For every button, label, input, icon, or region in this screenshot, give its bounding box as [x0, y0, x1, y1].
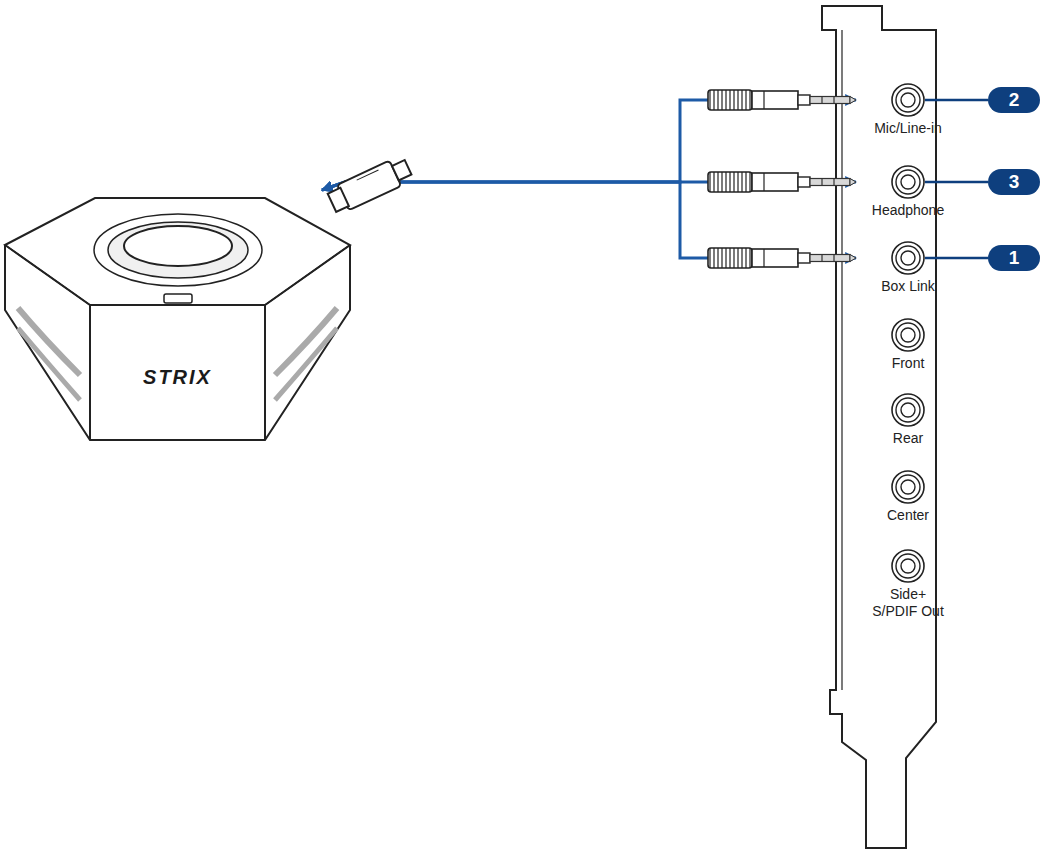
jack-socket	[856, 469, 960, 505]
callout-number: 3	[1009, 171, 1020, 192]
port-label: Center	[867, 507, 949, 524]
audio-jack: Side+ S/PDIF Out	[856, 548, 960, 620]
port-label: Side+ S/PDIF Out	[867, 586, 949, 620]
port-label: Rear	[867, 430, 949, 447]
audio-jack: Center	[856, 469, 960, 524]
jack-socket	[856, 317, 960, 353]
callout-number: 1	[1009, 247, 1020, 268]
bracket-fold	[841, 30, 842, 690]
brand-logo: STRIX	[0, 366, 355, 389]
callout-badge: 3	[988, 169, 1040, 195]
port-label: Front	[867, 355, 949, 372]
port-label: Box Link	[867, 278, 949, 295]
callout-badge: 1	[988, 245, 1040, 271]
audio-jack: Headphone	[856, 164, 960, 219]
hdmi-plug	[326, 155, 414, 216]
leader-line	[925, 257, 988, 260]
port-label: Mic/Line-in	[867, 120, 949, 137]
audio-jack: Front	[856, 317, 960, 372]
jack-socket	[856, 240, 960, 276]
audio-jack: Rear	[856, 392, 960, 447]
leader-line	[925, 181, 988, 184]
audio-plug	[708, 172, 856, 192]
callout-badge: 2	[988, 87, 1040, 113]
control-box-outline	[0, 190, 355, 445]
jack-socket	[856, 548, 960, 584]
cable	[322, 100, 856, 190]
jack-socket	[856, 392, 960, 428]
audio-jack: Mic/Line-in	[856, 82, 960, 137]
audio-plug	[708, 248, 856, 268]
audio-plug	[708, 90, 856, 110]
callout-number: 2	[1009, 89, 1020, 110]
cable	[322, 182, 856, 258]
leader-line	[925, 99, 988, 102]
strix-control-box: STRIX	[0, 190, 355, 445]
port-label: Headphone	[867, 202, 949, 219]
jack-socket	[856, 164, 960, 200]
audio-jack: Box Link	[856, 240, 960, 295]
jack-socket	[856, 82, 960, 118]
